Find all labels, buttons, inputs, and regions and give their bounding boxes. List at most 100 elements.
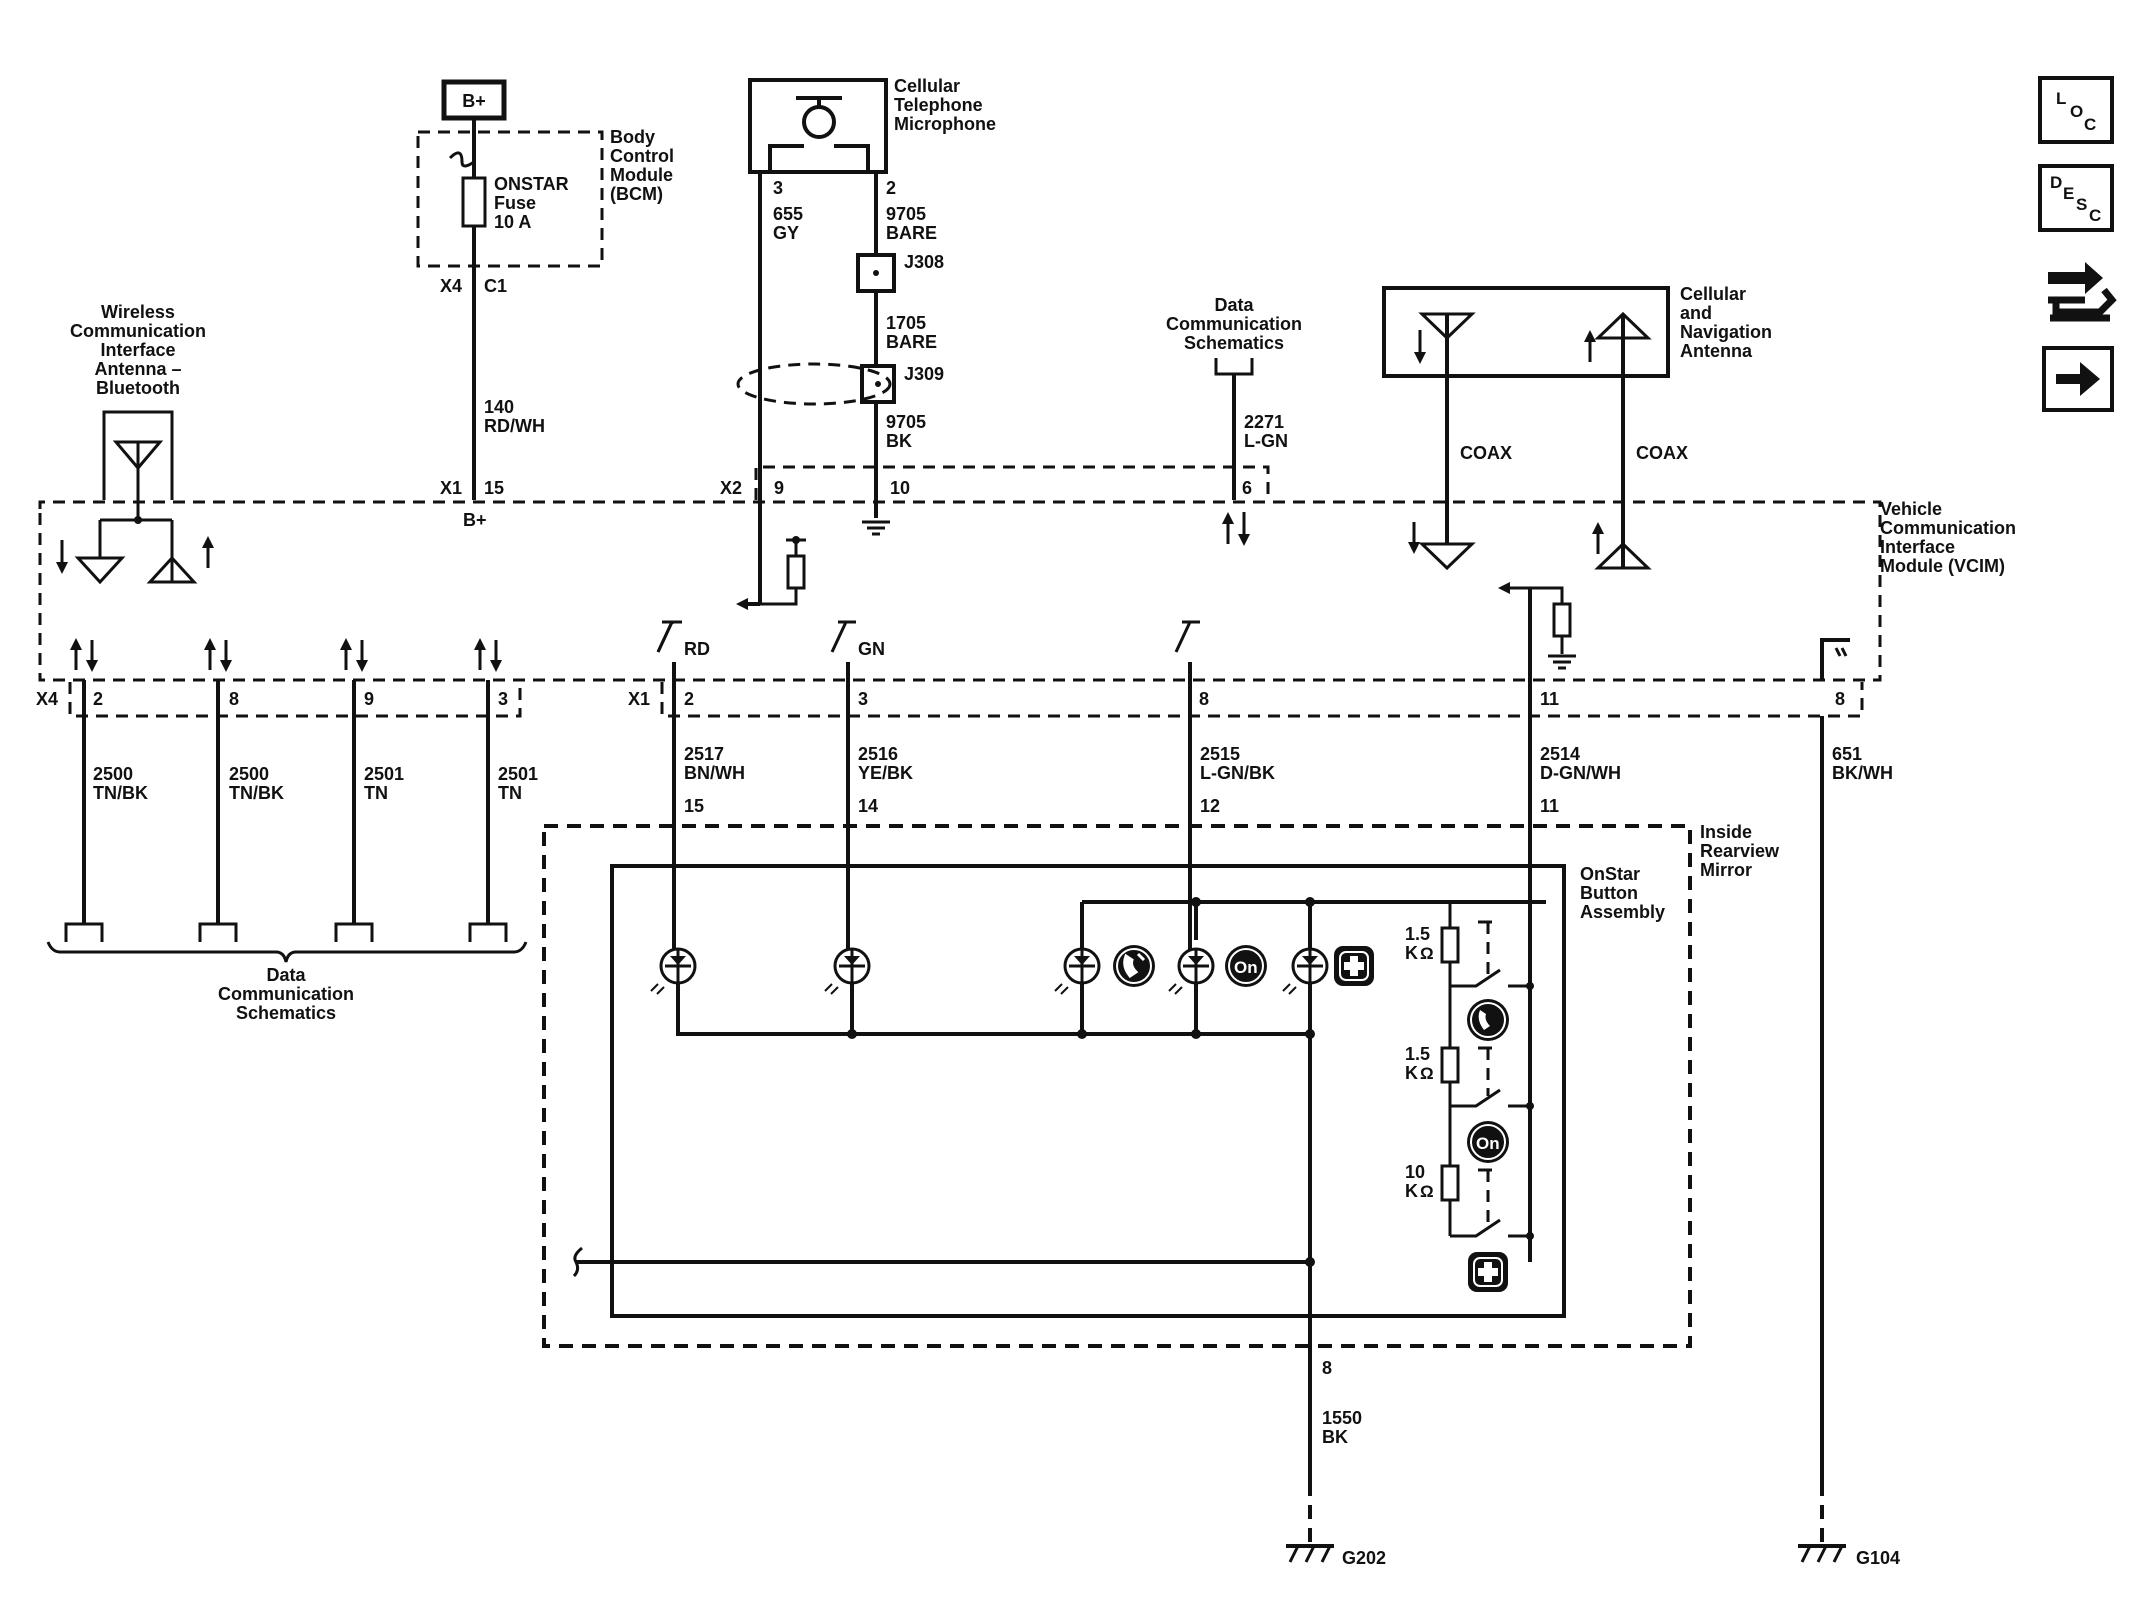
ohm-label: Ω (1420, 1064, 1434, 1083)
led-rd (649, 947, 697, 996)
emergency-button-icon (1468, 1252, 1508, 1292)
wire-label: 2516 (858, 744, 898, 764)
pin-label: 2 (886, 178, 896, 198)
desc-letter: C (2089, 206, 2101, 225)
next-arrow-icon[interactable] (2042, 346, 2114, 412)
onstar-button-assembly (610, 864, 1566, 1318)
bplus-box-label: B+ (462, 91, 486, 111)
mirror-label: Rearview (1700, 841, 1780, 861)
bluetooth-antenna: Wireless Communication Interface Antenna… (56, 302, 214, 585)
x4-wire-3: 2501 TN (334, 638, 404, 942)
resistor-label: 10 (1405, 1162, 1425, 1182)
fuse-label: Fuse (494, 193, 536, 213)
wire-label: L-GN (1244, 431, 1288, 451)
phone-icon (1112, 944, 1156, 988)
pin-label: 15 (684, 796, 704, 816)
wire-label: 2515 (1200, 744, 1240, 764)
mic-label: Microphone (894, 114, 996, 134)
wire-label: D-GN/WH (1540, 763, 1621, 783)
wire-label: 2514 (1540, 744, 1580, 764)
bcm-label: Module (610, 165, 673, 185)
wire-label: 9705 (886, 412, 926, 432)
pin-label: 9 (774, 478, 784, 498)
cellular-microphone: Cellular Telephone Microphone 3 655 GY 2… (736, 76, 996, 610)
antenna-label: Cellular (1680, 284, 1746, 304)
wire-label: 655 (773, 204, 803, 224)
x4-wire-2: 2500 TN/BK (198, 638, 284, 942)
resistor-label: K (1405, 943, 1418, 963)
connector-wrench-icon[interactable] (2048, 262, 2117, 322)
wire-label: 2500 (93, 764, 133, 784)
antenna-label: Antenna – (94, 359, 181, 379)
loc-icon[interactable]: L O C (2038, 76, 2114, 144)
data-comm-top: Data Communication Schematics 2271 L-GN (1166, 295, 1302, 546)
wire-label: 651 (1832, 744, 1862, 764)
on-text: On (1234, 958, 1258, 977)
wire-label: 1550 (1322, 1408, 1362, 1428)
mirror-label: Mirror (1700, 860, 1752, 880)
splice-label: J308 (904, 252, 944, 272)
antenna-label: and (1680, 303, 1712, 323)
dcs-label: Schematics (1184, 333, 1284, 353)
bcm-label: (BCM) (610, 184, 663, 204)
onstar-button-icon: On (1466, 1120, 1510, 1164)
wire-label: TN (498, 783, 522, 803)
ground-label: G104 (1856, 1548, 1900, 1568)
splice-label: J309 (904, 364, 944, 384)
ground-label: G202 (1342, 1548, 1386, 1568)
wire-label: BK (1322, 1427, 1348, 1447)
pin-label: 12 (1200, 796, 1220, 816)
wire-label: BK/WH (1832, 763, 1893, 783)
pin-label: 14 (858, 796, 878, 816)
dcs-label: Schematics (236, 1003, 336, 1023)
connector-label: X1 (628, 689, 650, 709)
wire-label: TN/BK (93, 783, 148, 803)
resistor-label: K (1405, 1181, 1418, 1201)
wire-label: L-GN/BK (1200, 763, 1275, 783)
fuse-label: ONSTAR (494, 174, 569, 194)
pin-label: 8 (1835, 689, 1845, 709)
desc-icon[interactable]: D E S C (2038, 164, 2114, 232)
led-phone (1053, 947, 1101, 996)
assembly-label: Assembly (1580, 902, 1665, 922)
pin-label: 8 (229, 689, 239, 709)
desc-letter: S (2076, 195, 2087, 214)
connector-label: X1 (440, 478, 462, 498)
x4-wire-1: 2500 TN/BK (64, 638, 148, 942)
emergency-switch (1450, 1168, 1534, 1240)
connector-label: X4 (36, 689, 58, 709)
inside-rearview-mirror: Inside Rearview Mirror OnStar Button Ass… (542, 822, 1780, 1546)
dcs-label: Data (266, 965, 306, 985)
pin-label: C1 (484, 276, 507, 296)
wire-label: 1705 (886, 313, 926, 333)
connector-label: X4 (440, 276, 462, 296)
dcs-label: Communication (1166, 314, 1302, 334)
bcm-label: Control (610, 146, 674, 166)
pin-label: 11 (1540, 689, 1559, 709)
ohm-label: Ω (1420, 1182, 1434, 1201)
pin-label: 2 (93, 689, 103, 709)
vcim-module: Vehicle Communication Interface Module (… (38, 499, 2016, 682)
wire-label: 2501 (364, 764, 404, 784)
antenna-label: Communication (70, 321, 206, 341)
pin-label: 3 (498, 689, 508, 709)
x4-wire-4: 2501 TN (468, 638, 538, 942)
x4-data-wires: 2500 TN/BK 2500 TN/BK 2501 TN 2501 TN Da… (46, 638, 538, 1023)
assembly-label: Button (1580, 883, 1638, 903)
antenna-label: Bluetooth (96, 378, 180, 398)
loc-letter: O (2070, 102, 2083, 121)
antenna-label: Antenna (1680, 341, 1753, 361)
wire-label: BARE (886, 223, 937, 243)
resistor-label: 1.5 (1405, 1044, 1430, 1064)
x2-connector: X2 9 10 6 (720, 465, 1270, 500)
pin-label: 3 (858, 689, 868, 709)
ground-g104: G104 (1798, 1544, 1900, 1568)
pin-label: 8 (1199, 689, 1209, 709)
wire-label: 2501 (498, 764, 538, 784)
pin-label: 8 (1322, 1358, 1332, 1378)
dcs-label: Communication (218, 984, 354, 1004)
pin-label: 6 (1242, 478, 1252, 498)
emergency-icon (1334, 946, 1374, 986)
color-label: RD (684, 639, 710, 659)
